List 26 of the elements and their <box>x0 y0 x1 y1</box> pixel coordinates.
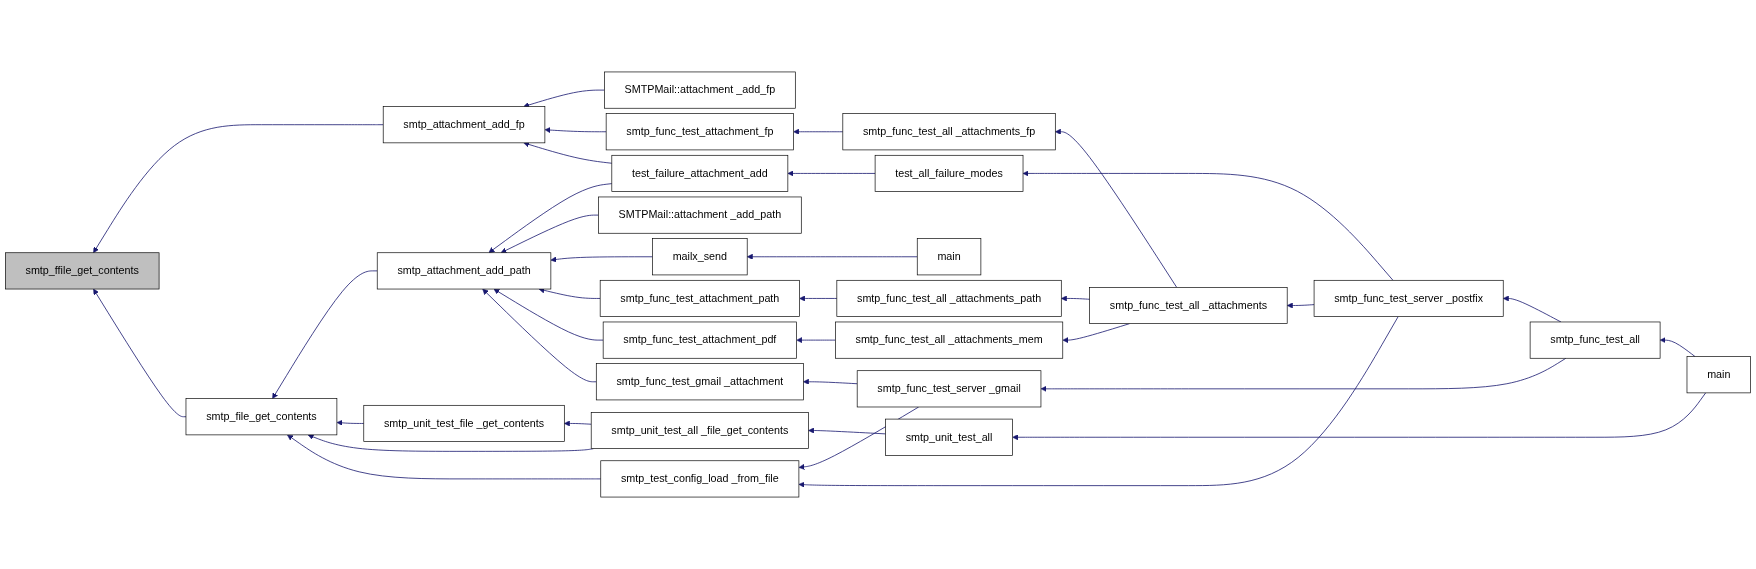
node-box: smtp_unit_test_file _get_contents <box>363 404 565 442</box>
node-box: smtp_file_get_contents <box>185 398 338 436</box>
node-box: smtp_func_test_server _gmail <box>856 370 1042 408</box>
node-box: smtp_unit_test_all <box>885 418 1013 456</box>
node-box: SMTPMail::attachment _add_fp <box>604 71 796 109</box>
node-box: smtp_attachment_add_fp <box>382 106 546 144</box>
node-box: smtp_unit_test_all _file_get_contents <box>590 412 809 449</box>
node-box: smtp_ffile_get_contents <box>5 252 160 290</box>
node-box: main <box>1686 356 1751 394</box>
node-box: SMTPMail::attachment _add_path <box>598 196 802 234</box>
node-box: smtp_func_test_gmail _attachment <box>595 363 804 401</box>
node-box: smtp_func_test_attachment_path <box>599 279 800 317</box>
node-box: smtp_func_test_attachment_pdf <box>602 321 797 359</box>
node-box: smtp_func_test_all _attachments <box>1089 287 1288 324</box>
node-box: test_all_failure_modes <box>874 154 1024 192</box>
node-box: smtp_func_test_all _attachments_path <box>836 279 1062 317</box>
node-box: mailx_send <box>652 238 748 276</box>
node-box: smtp_func_test_attachment_fp <box>605 113 794 151</box>
node-box: smtp_func_test_server _postfix <box>1313 279 1504 317</box>
node-box: main <box>916 238 982 276</box>
node-box: smtp_func_test_all _attachments_fp <box>842 113 1056 151</box>
node-box: smtp_test_config_load _from_file <box>600 460 800 498</box>
node-box: smtp_func_test_all <box>1529 321 1661 359</box>
node-box: test_failure_attachment_add <box>611 154 789 192</box>
node-box: smtp_func_test_all _attachments_mem <box>835 321 1064 359</box>
node-box: smtp_attachment_add_path <box>376 252 552 290</box>
